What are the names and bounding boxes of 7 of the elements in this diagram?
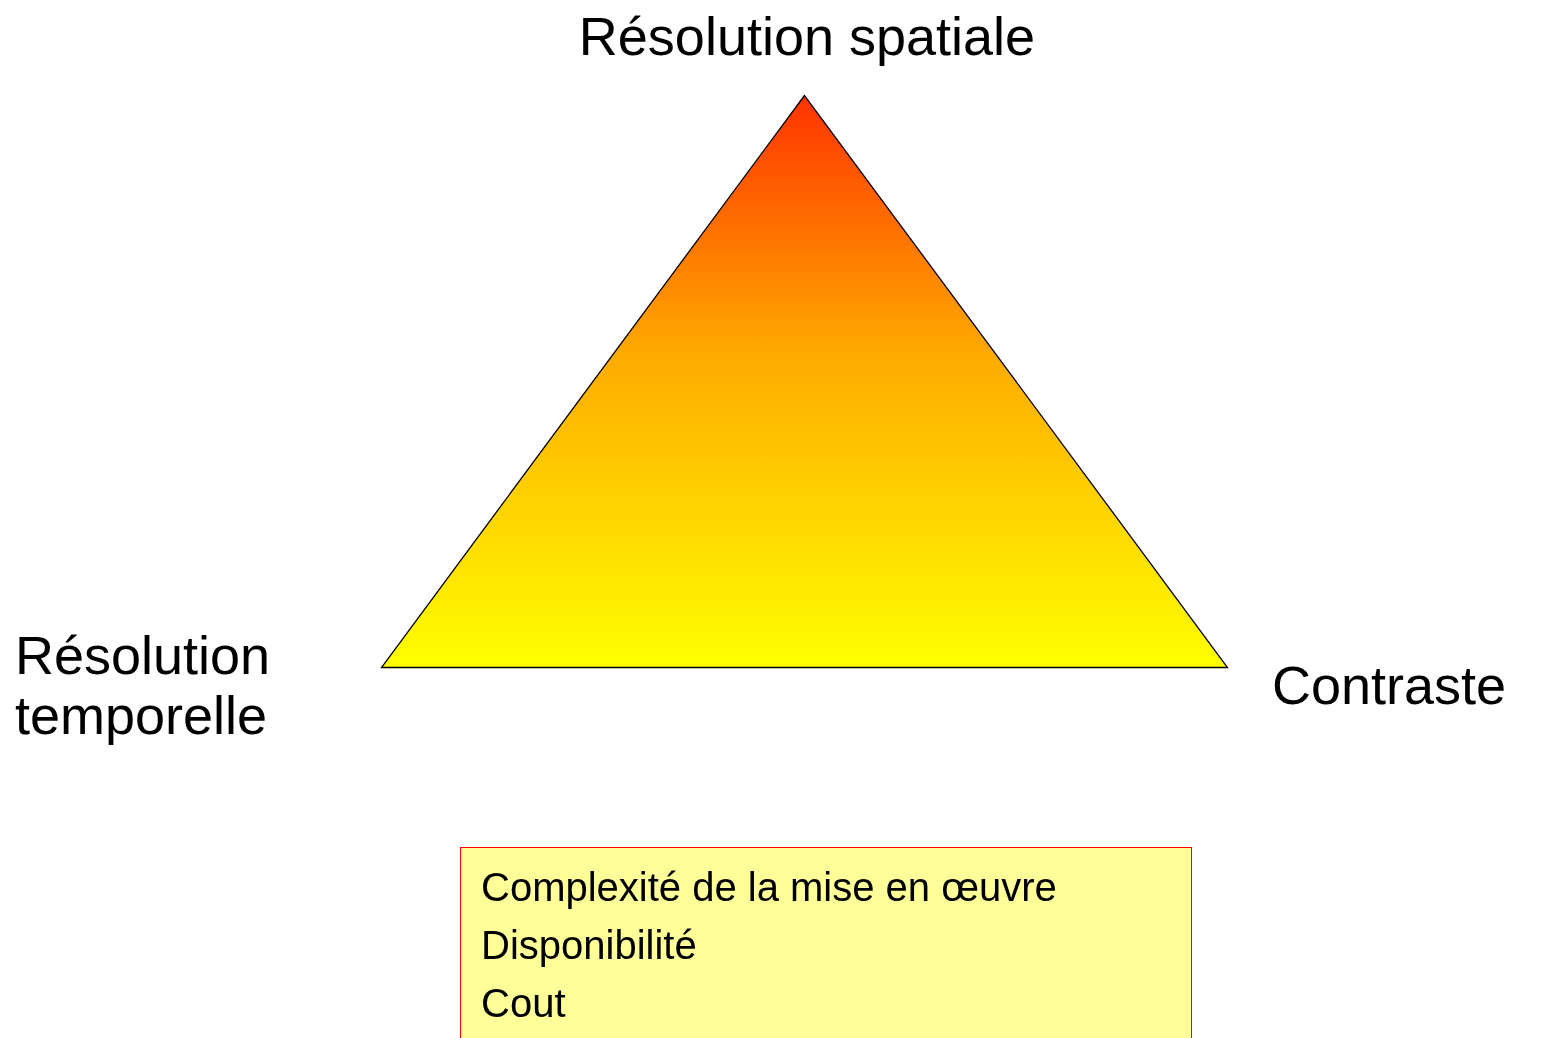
text-box [460,847,1192,1038]
corner-label: Résolution spatiale [577,6,1037,66]
list-item: Complexité de la mise en œuvre [481,864,1058,911]
corner-label: Résolution temporelle [15,625,272,745]
list-item: Cout [481,980,567,1027]
list-item: Disponibilité [481,922,698,969]
corner-label: Contraste [1272,655,1508,715]
